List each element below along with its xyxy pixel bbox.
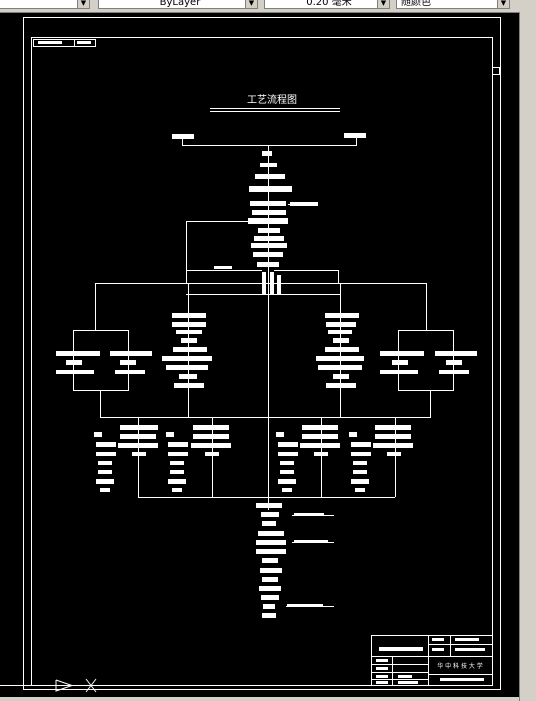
process-flowchart [56,133,477,618]
lineweight-value: 0.20 毫米 [306,0,352,8]
vertical-scrollbar[interactable] [519,12,536,701]
grip-handle[interactable] [492,67,500,75]
dropdown-arrow-icon[interactable]: ▼ [377,0,389,8]
dropdown-arrow-icon[interactable]: ▼ [245,0,257,8]
dropdown-arrow-icon[interactable]: ▼ [497,0,509,8]
drawing-title: 工艺流程图 [247,93,297,106]
linetype-dropdown[interactable]: ByLayer ▼ [98,0,258,9]
first-dropdown[interactable]: ▼ [0,0,90,9]
title-block: 华 中 科 技 大 学 [371,635,493,686]
school-name: 华 中 科 技 大 学 [437,662,483,670]
ucs-icon [0,678,97,693]
sheet-border-inner [31,37,493,686]
horizontal-scrollbar[interactable] [0,697,519,701]
color-dropdown[interactable]: 随颜色 ▼ [396,0,510,9]
lineweight-dropdown[interactable]: 0.20 毫米 ▼ [264,0,390,9]
dropdown-arrow-icon[interactable]: ▼ [77,0,89,8]
sheet-border-outer [23,17,501,690]
drawing-canvas[interactable]: 工艺流程图 [0,12,519,697]
properties-toolbar: ▼ ByLayer ▼ 0.20 毫米 ▼ 随颜色 ▼ [0,0,536,13]
color-value: 随颜色 [401,0,431,8]
drawing-code-box [33,39,96,47]
linetype-value: ByLayer [159,0,201,8]
